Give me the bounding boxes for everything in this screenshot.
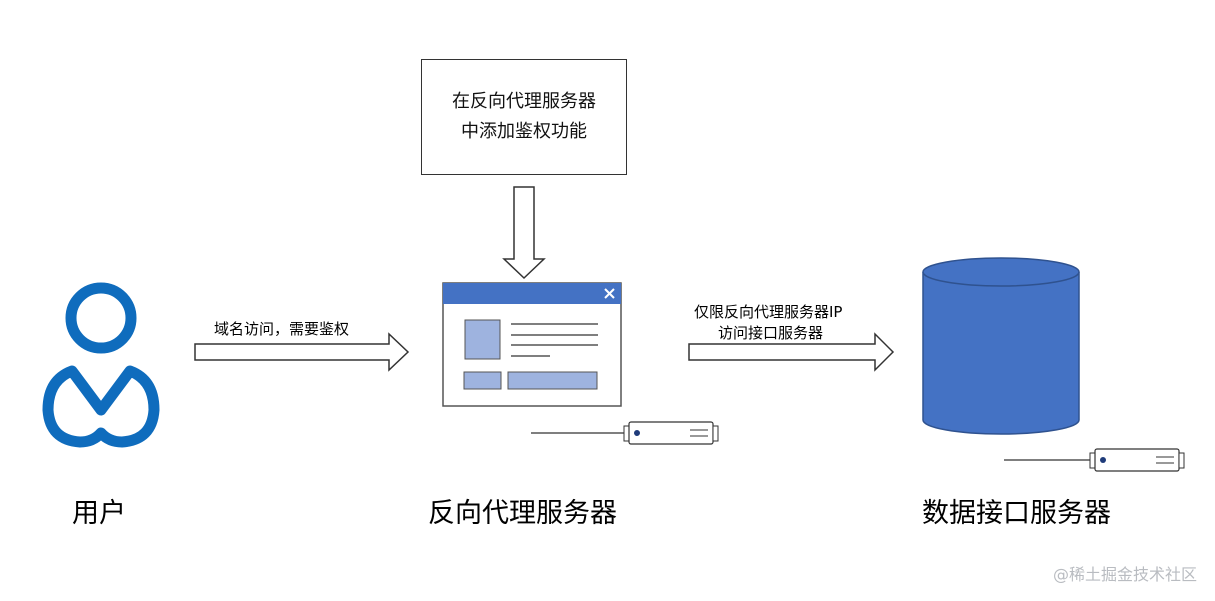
- auth-note-line-2: 中添加鉴权功能: [461, 121, 587, 142]
- arrow-proxy-to-data: [688, 332, 895, 372]
- auth-note-line-1: 在反向代理服务器: [452, 91, 596, 112]
- database-icon: [922, 257, 1080, 435]
- window-icon: [442, 282, 622, 407]
- user-to-proxy-label: 域名访问，需要鉴权: [214, 320, 350, 338]
- server-icon: [1004, 448, 1185, 472]
- user-icon: [42, 282, 160, 448]
- close-icon: [604, 288, 615, 299]
- arrow-user-to-proxy: [194, 332, 410, 372]
- user-label: 用户: [72, 498, 126, 529]
- down-arrow: [502, 186, 546, 280]
- proxy-to-data-label-2: 访问接口服务器: [718, 324, 824, 342]
- auth-note-box: 在反向代理服务器 中添加鉴权功能: [421, 59, 627, 175]
- proxy-to-data-label-1: 仅限反向代理服务器IP: [694, 303, 843, 321]
- data-server-label: 数据接口服务器: [922, 498, 1111, 529]
- proxy-server-label: 反向代理服务器: [428, 498, 617, 529]
- watermark: @稀土掘金技术社区: [1052, 565, 1197, 584]
- server-icon: [531, 421, 719, 445]
